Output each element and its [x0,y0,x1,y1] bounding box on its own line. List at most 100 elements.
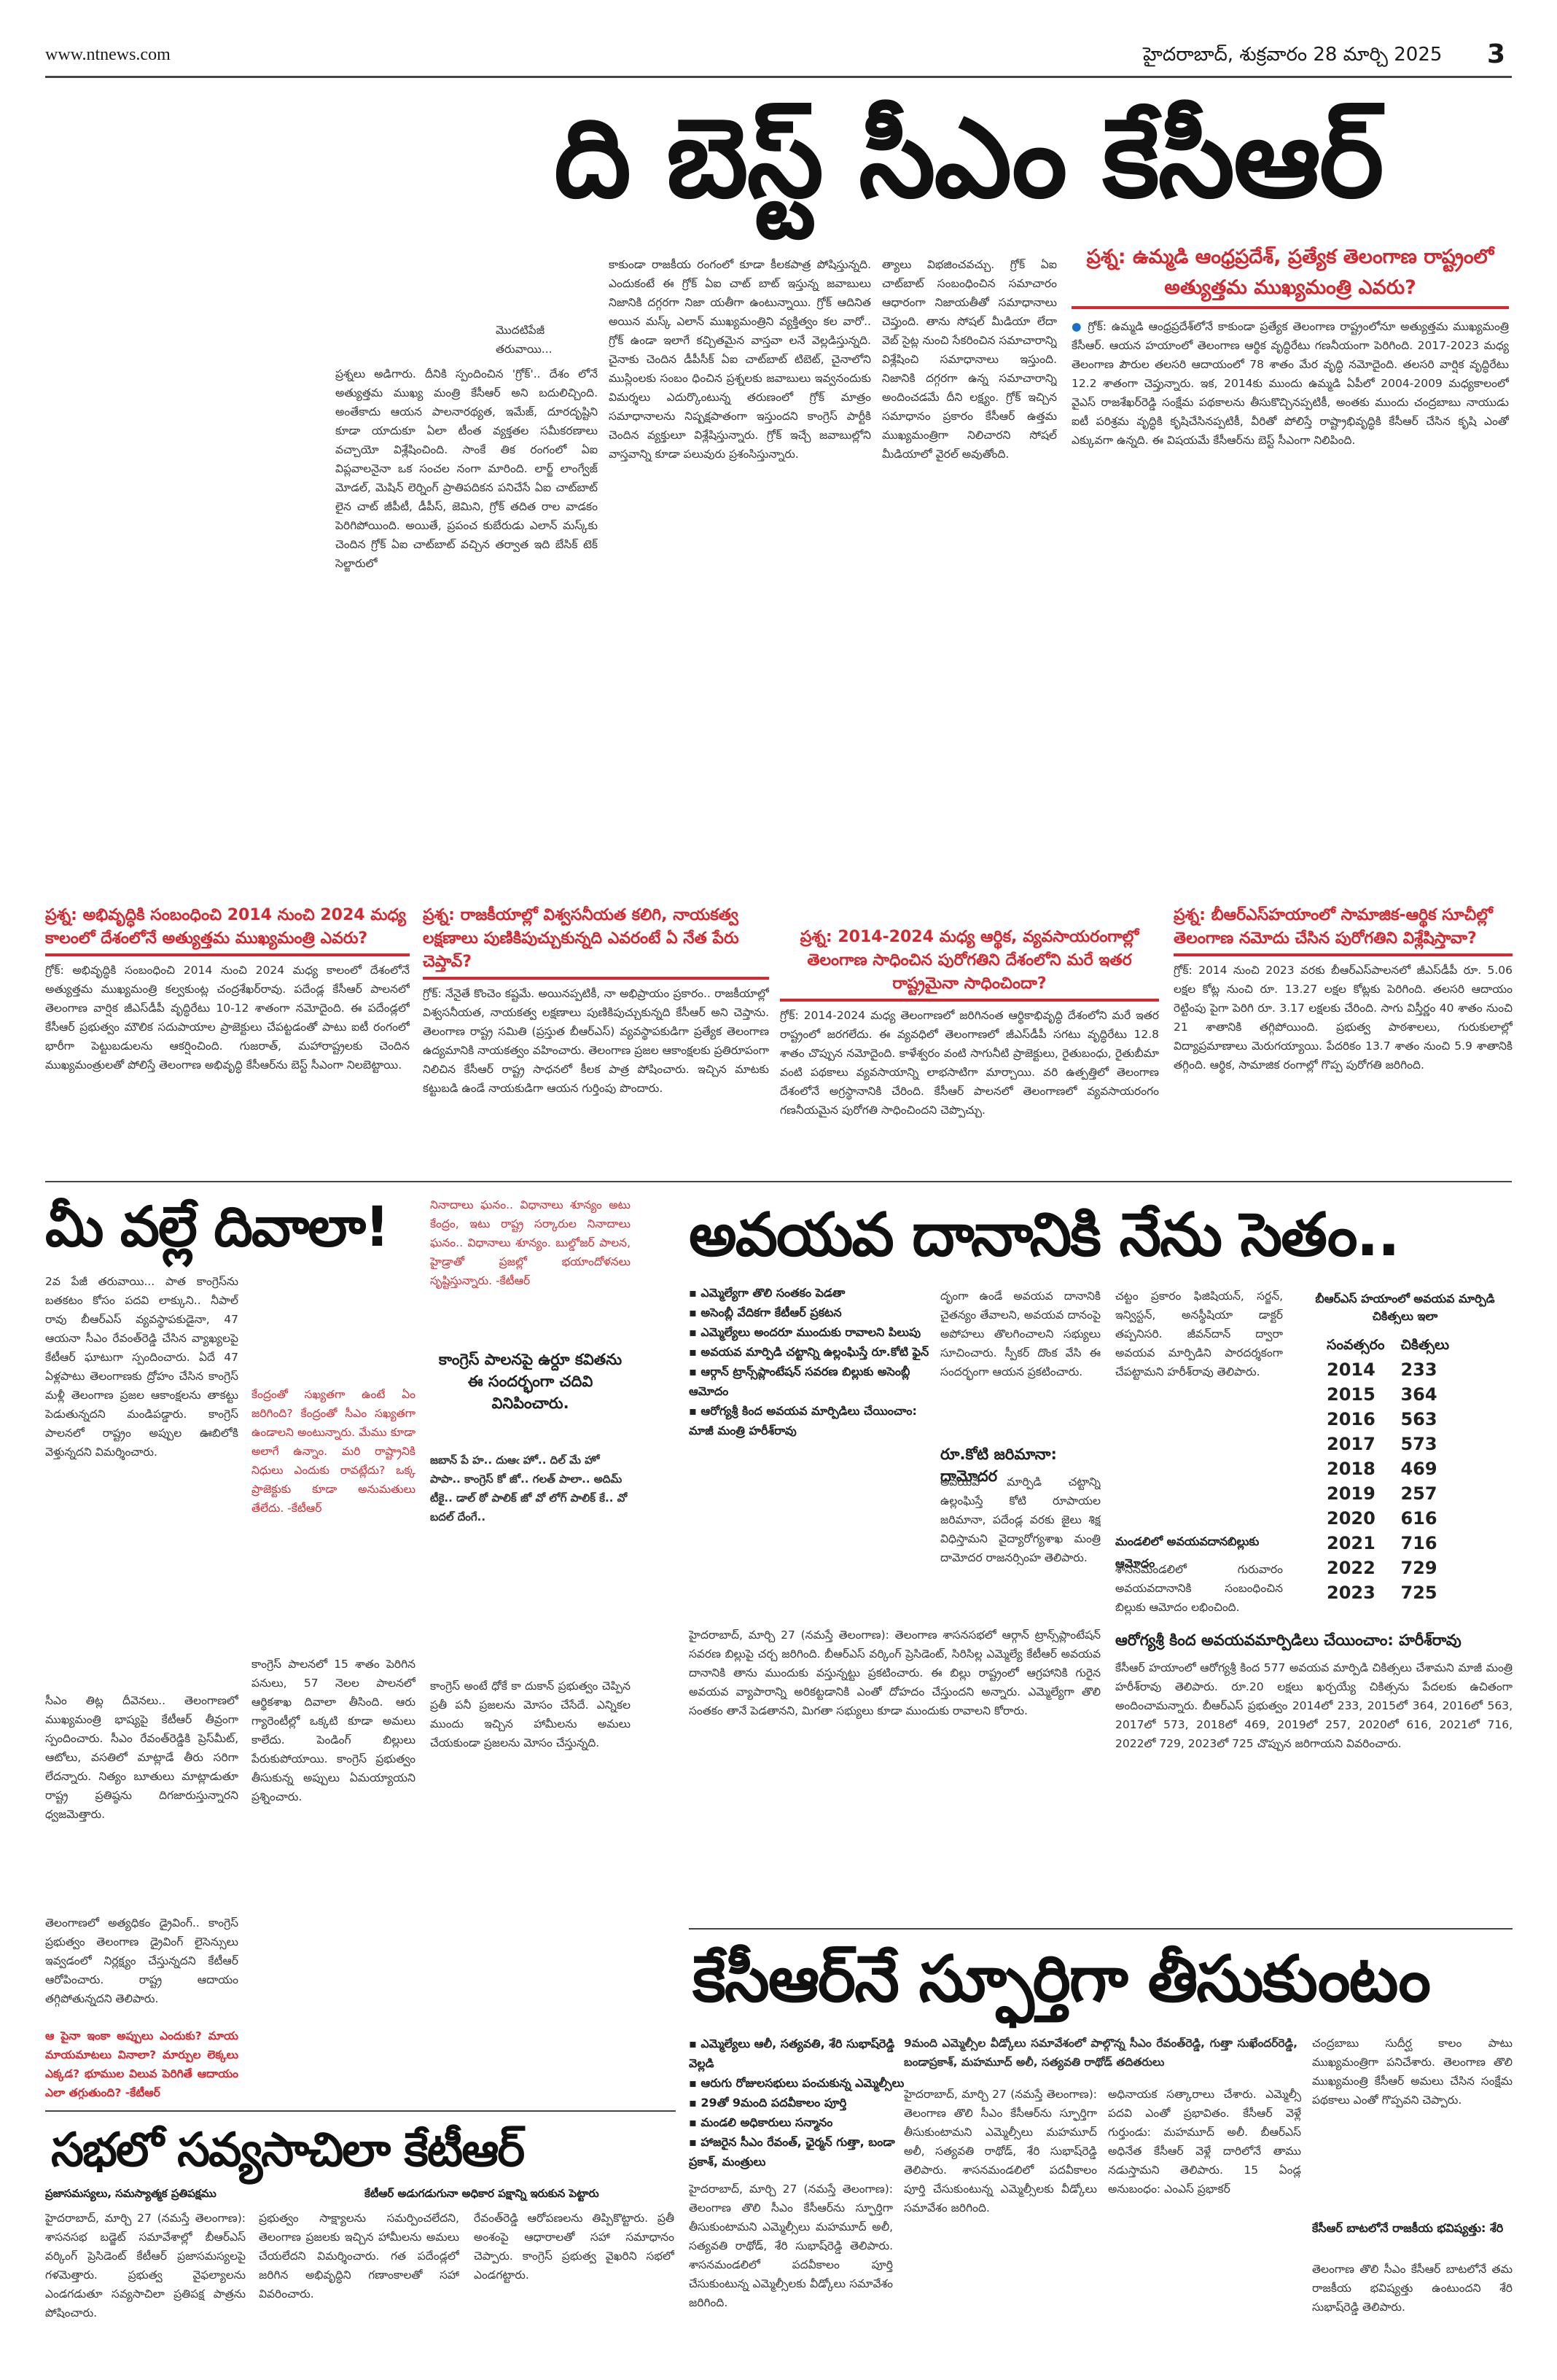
organ-bullet: అవయవ మార్పిడి చట్టాన్ని ఉల్లంఘిస్తే రూ.క… [689,1342,929,1362]
section-rule-3 [45,2110,676,2112]
organ-council-head: మండలిలో అవయవదానబిల్లుకు ఆమోదం [1115,1534,1260,1570]
organ-table: బీఆర్‌ఎస్‌ హయాంలో అవయవ మార్పిడి చికిత్సల… [1298,1290,1513,1605]
table-row: 2018 469 [1327,1456,1465,1481]
qa-block-4: ప్రశ్న: బీఆర్‌ఎస్‌హయాంలో సామాజిక-ఆర్థిక … [1174,904,1513,1143]
diwala-poem-head: కాంగ్రెస్‌ పాలనపై ఉర్దూ కవితను ఈ సందర్భం… [438,1351,623,1412]
organ-bullet: ఆర్గాన్‌ ట్రాన్స్‌ప్లాంటేషన్‌ సవరణ బిల్ల… [689,1362,929,1401]
intro-col-1: ప్రశ్నలు అడిగారు. దీనికి స్పందించిన 'గ్ర… [335,367,598,570]
kcr-col-3: చంద్రబాబు సుదీర్ఘ కాలం పాటు ముఖ్యమంత్రిగ… [1312,2037,1513,2107]
table-row: 2020 616 [1327,1506,1465,1531]
qa-block-3: ప్రశ్న: 2014-2024 మధ్య ఆర్థిక, వ్యవసాయరం… [780,926,1159,1166]
ktr-col-3: రేవంత్‌రెడ్డి ఆరోపణలను తిప్పికొట్టారు. ప… [474,2212,674,2282]
table-count: 257 [1400,1483,1437,1504]
table-year: 2020 [1327,1508,1375,1529]
intro-byline: మొదటిపేజీ తరువాయి... [496,324,553,356]
diwala-col-a2: సీఎం తిట్ల దీవెనలు.. తెలంగాణలో ముఖ్యమంత్… [45,1694,238,1821]
kcr-bullets: ఎమ్మెల్యేలు ఆలీ, సత్యవతి, శేరి సుభాష్‌రె… [689,2034,908,2172]
table-year: 2018 [1327,1459,1375,1479]
page-number: 3 [1487,39,1506,69]
ktr-col-1: హైదరాబాద్‌, మార్చి 27 (నమస్తే తెలంగాణ): … [45,2212,246,2319]
dateline: హైదరాబాద్, శుక్రవారం 28 మార్చి 2025 [1143,44,1443,66]
organ-bullet: ఆరోగ్యశ్రీ కింద అవయవ మార్పిడిలు చేయించాం… [689,1401,929,1440]
table-row: 2017 573 [1327,1432,1465,1456]
diwala-col-a3: తెలంగాణలో అత్యధికం డ్రైవింగ్‌.. కాంగ్రెస… [45,1916,238,2005]
main-headline: ది బెస్ట్ సీఎం కేసీఆర్ [554,95,1384,222]
table-year: 2017 [1327,1434,1375,1454]
header-rule [45,76,1512,78]
intro-col-3: త్యాలు విభజించవచ్చు. గ్రోక్‌ ఏఐ చాట్‌బాట… [882,258,1057,461]
organ-bullet: ఎమ్మెల్యేలు అందరూ ముందుకు రావాలని పిలుపు [689,1322,929,1342]
table-year: 2022 [1327,1558,1375,1578]
qa-1-rule [45,953,410,956]
organ-col-3b: శాసనమండలిలో గురువారం అవయవదానానికి సంబంధి… [1115,1563,1283,1614]
organ-bullet: ఎమ్మెల్యేగా తొలి సంతకం పెడతా [689,1283,929,1303]
kcr-col-3b: తెలంగాణ తొలి సీఎం కేసీఆర్‌ బాటలోనే తమ రా… [1312,2263,1513,2314]
kcr-bullet: హాజరైన సీఎం రేవంత్‌, ఛైర్మన్‌ గుత్తా, బం… [689,2132,908,2172]
kcr-inspiration-headline: కేసీఆర్‌నే స్ఫూర్తిగా తీసుకుంటం [692,1941,1431,2016]
organ-col-1b: అవయవ మార్పిడి చట్టాన్ని ఉల్లంఘిస్తే కోటి… [940,1475,1101,1564]
organ-bullet: అసెంబ్లీ వేదికగా కేటీఆర్‌ ప్రకటన [689,1303,929,1322]
qa-3-rule [780,999,1159,1002]
qa-2-answer: గ్రోక్‌: నేనైతే కొంచెం కష్టమే. అయినప్పటి… [423,987,769,1095]
qa-2-question: ప్రశ్న: రాజకీయాల్లో విశ్వసనీయత కలిగి, నా… [423,906,739,971]
table-row: 2021 716 [1327,1531,1465,1556]
organ-table-title: బీఆర్‌ఎస్‌ హయాంలో అవయవ మార్పిడి చికిత్సల… [1315,1292,1495,1323]
table-count: 573 [1400,1434,1437,1454]
kcr-sheri-head: కేసీఆర్‌ బాటలోనే రాజకీయ భవిష్యత్తు: శేరి [1312,2221,1504,2235]
harish-text: కేసీఆర్‌ హయాంలో ఆరోగ్యశ్రీ కింద 577 అవయవ… [1115,1661,1513,1750]
qa-3-answer: గ్రోక్‌: 2014-2024 మధ్య తెలంగాణలో జరిగిన… [780,1009,1159,1117]
kcr-caption: 9మంది ఎమ్మెల్సీల వీడ్కోలు సమావేశంలో పాల్… [904,2037,1298,2069]
ktr-col-2: ప్రభుత్వం సాక్ష్యాలను సమర్పించలేదని, తెల… [259,2212,459,2301]
intro-sidebar-text: గ్రోక్‌: ఉమ్మడి ఆంధ్రప్రదేశ్‌లోనే కాకుండ… [1072,320,1509,447]
ktr-sub-1: ప్రజాసమస్యలు, సమస్యాత్మక ప్రతిపక్షము [45,2187,216,2200]
qa-4-rule [1174,953,1513,956]
diwala-slogan-box: నినాదాలు ఘనం.. విధానాలు శూన్యం అటు కేంద్… [430,1198,631,1287]
grok-label: ● [1072,320,1083,333]
table-col-head: సంవత్సరం [1327,1337,1385,1353]
table-count: 616 [1400,1508,1437,1529]
table-count: 716 [1400,1533,1437,1553]
table-count: 364 [1400,1384,1437,1405]
organ-bullets: ఎమ్మెల్యేగా తొలి సంతకం పెడతా అసెంబ్లీ వే… [689,1283,929,1440]
organ-col-3: చట్టం ప్రకారం ఫిజిషియన్‌, సర్జన్‌, ఇన్వి… [1115,1290,1283,1378]
qa-block-2: ప్రశ్న: రాజకీయాల్లో విశ్వసనీయత కలిగి, నా… [423,904,769,1181]
harish-head: ఆరోగ్యశ్రీ కింద అవయవమార్పిడిలు చేయించాం:… [1115,1631,1462,1649]
kcr-bullet: 29తో 9మంది పదవీకాలం పూర్తి [689,2093,908,2112]
table-year: 2023 [1327,1583,1375,1603]
table-year: 2021 [1327,1533,1375,1553]
qa-1-question: ప్రశ్న: అభివృద్ధికి సంబంధించి 2014 నుంచి… [45,906,406,948]
organ-fine-head: రూ.కోటి జరిమానా: దామోదర [940,1445,1057,1485]
kcr-bullet: మండలి అధికారులు సన్మానం [689,2112,908,2132]
table-year: 2014 [1327,1359,1375,1380]
intro-question-rule [1072,306,1509,309]
qa-4-question: ప్రశ్న: బీఆర్‌ఎస్‌హయాంలో సామాజిక-ఆర్థిక … [1174,906,1493,948]
site-url[interactable]: www.ntnews.com [45,45,171,64]
table-count: 729 [1400,1558,1437,1578]
diwala-col-a4: ఆ పైనా ఇంకా అప్పులు ఎందుకు? మాయ మాయమాటలు… [45,2029,238,2099]
section-rule-1 [45,1181,1512,1182]
kcr-col-1: హైదరాబాద్‌, మార్చి 27 (నమస్తే తెలంగాణ): … [689,2182,893,2309]
section-rule-2 [689,1928,1513,1930]
qa-4-answer: గ్రోక్‌: 2014 నుంచి 2023 వరకు బీఆర్‌ఎస్‌… [1174,964,1513,1072]
ktr-sub-2: కేటీఆర్‌ అడుగడుగునా అధికార పక్షాన్ని ఇరు… [364,2187,599,2200]
table-row: 2014 233 [1327,1357,1465,1382]
diwala-headline: మీ వల్లే దివాలా! [45,1194,390,1259]
diwala-center-box: కేంద్రంతో సఖ్యతగా ఉంటే ఏం జరిగింది? కేంద… [251,1388,415,1515]
diwala-col-c: నినాదాలు ఘనం.. విధానాలు శూన్యం అటు కేంద్… [430,1195,631,1338]
diwala-col-b: కేంద్రంతో సఖ్యతగా ఉంటే ఏం జరిగింది? కేంద… [251,1385,415,1647]
table-count: 725 [1400,1583,1437,1603]
organ-headline: అవయవ దానానికి నేను సెతం.. [689,1201,1400,1270]
table-row: 2023 725 [1327,1580,1465,1605]
table-count: 233 [1400,1359,1437,1380]
diwala-poem: జబాన్‌ పే హ.. దుఆఁ హో.. దిల్‌ మే హో పాపా… [430,1454,628,1523]
intro-sidebar: ● గ్రోక్‌: ఉమ్మడి ఆంధ్రప్రదేశ్‌లోనే కాకు… [1072,317,1509,543]
kcr-col-2a: హైదరాబాద్‌, మార్చి 27 (నమస్తే తెలంగాణ): … [904,2088,1097,2215]
qa-2-rule [423,977,769,980]
table-count: 469 [1400,1459,1437,1479]
diwala-col-b2: కాంగ్రెస్‌ పాలనలో 15 శాతం పెరిగిన పనులు,… [251,1658,415,1803]
kcr-bullet: ఎమ్మెల్యేలు ఆలీ, సత్యవతి, శేరి సుభాష్‌రె… [689,2034,908,2073]
qa-block-1: ప్రశ్న: అభివృద్ధికి సంబంధించి 2014 నుంచి… [45,904,410,1172]
